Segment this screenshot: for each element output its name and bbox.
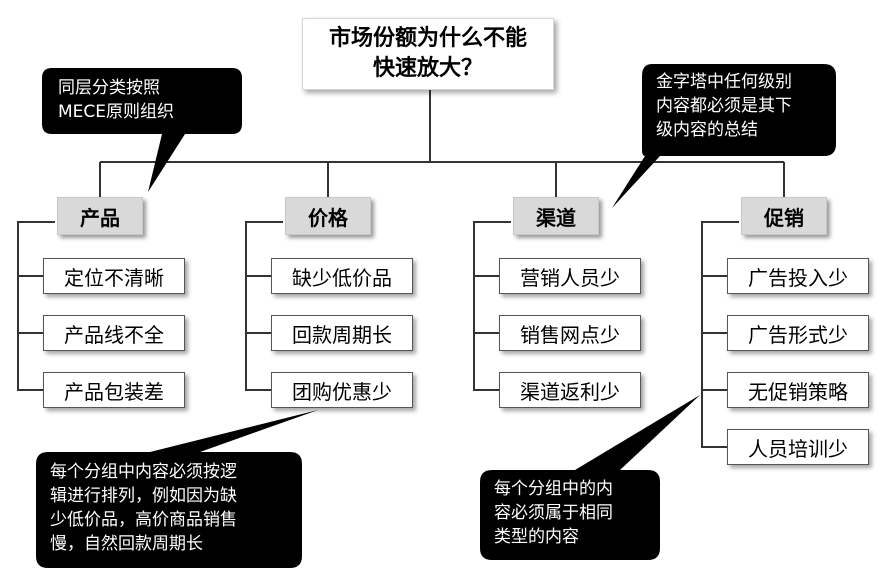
item-promotion-3: 无促销策略 <box>727 372 869 408</box>
category-price: 价格 <box>285 197 371 235</box>
item-promotion-1: 广告投入少 <box>727 258 869 294</box>
callout-mece-text: 同层分类按照 MECE原则组织 <box>58 78 175 122</box>
item-channel-2: 销售网点少 <box>499 315 641 351</box>
category-product: 产品 <box>57 197 143 235</box>
callout-pyramid-text: 金字塔中任何级别 内容都必须是其下 级内容的总结 <box>656 72 792 140</box>
root-question-line2: 快速放大？ <box>372 56 483 81</box>
root-question-line1: 市场份额为什么不能 <box>328 26 527 51</box>
item-product-3: 产品包装差 <box>43 372 185 408</box>
item-price-3: 团购优惠少 <box>271 372 413 408</box>
item-price-1: 缺少低价品 <box>271 258 413 294</box>
callout-same-type-text: 每个分组中的内 容必须属于相同 类型的内容 <box>494 479 613 547</box>
item-channel-3: 渠道返利少 <box>499 372 641 408</box>
category-channel: 渠道 <box>513 197 599 235</box>
callout-logic-text: 每个分组中内容必须按逻 辑进行排列，例如因为缺 少低价品，高价商品销售 慢，自然… <box>50 462 237 554</box>
item-product-1: 定位不清晰 <box>43 258 185 294</box>
item-promotion-2: 广告形式少 <box>727 315 869 351</box>
item-promotion-4: 人员培训少 <box>727 429 869 465</box>
item-price-2: 回款周期长 <box>271 315 413 351</box>
item-product-2: 产品线不全 <box>43 315 185 351</box>
item-channel-1: 营销人员少 <box>499 258 641 294</box>
root-question: 市场份额为什么不能 快速放大？ <box>302 18 554 90</box>
category-promotion: 促销 <box>741 197 827 235</box>
